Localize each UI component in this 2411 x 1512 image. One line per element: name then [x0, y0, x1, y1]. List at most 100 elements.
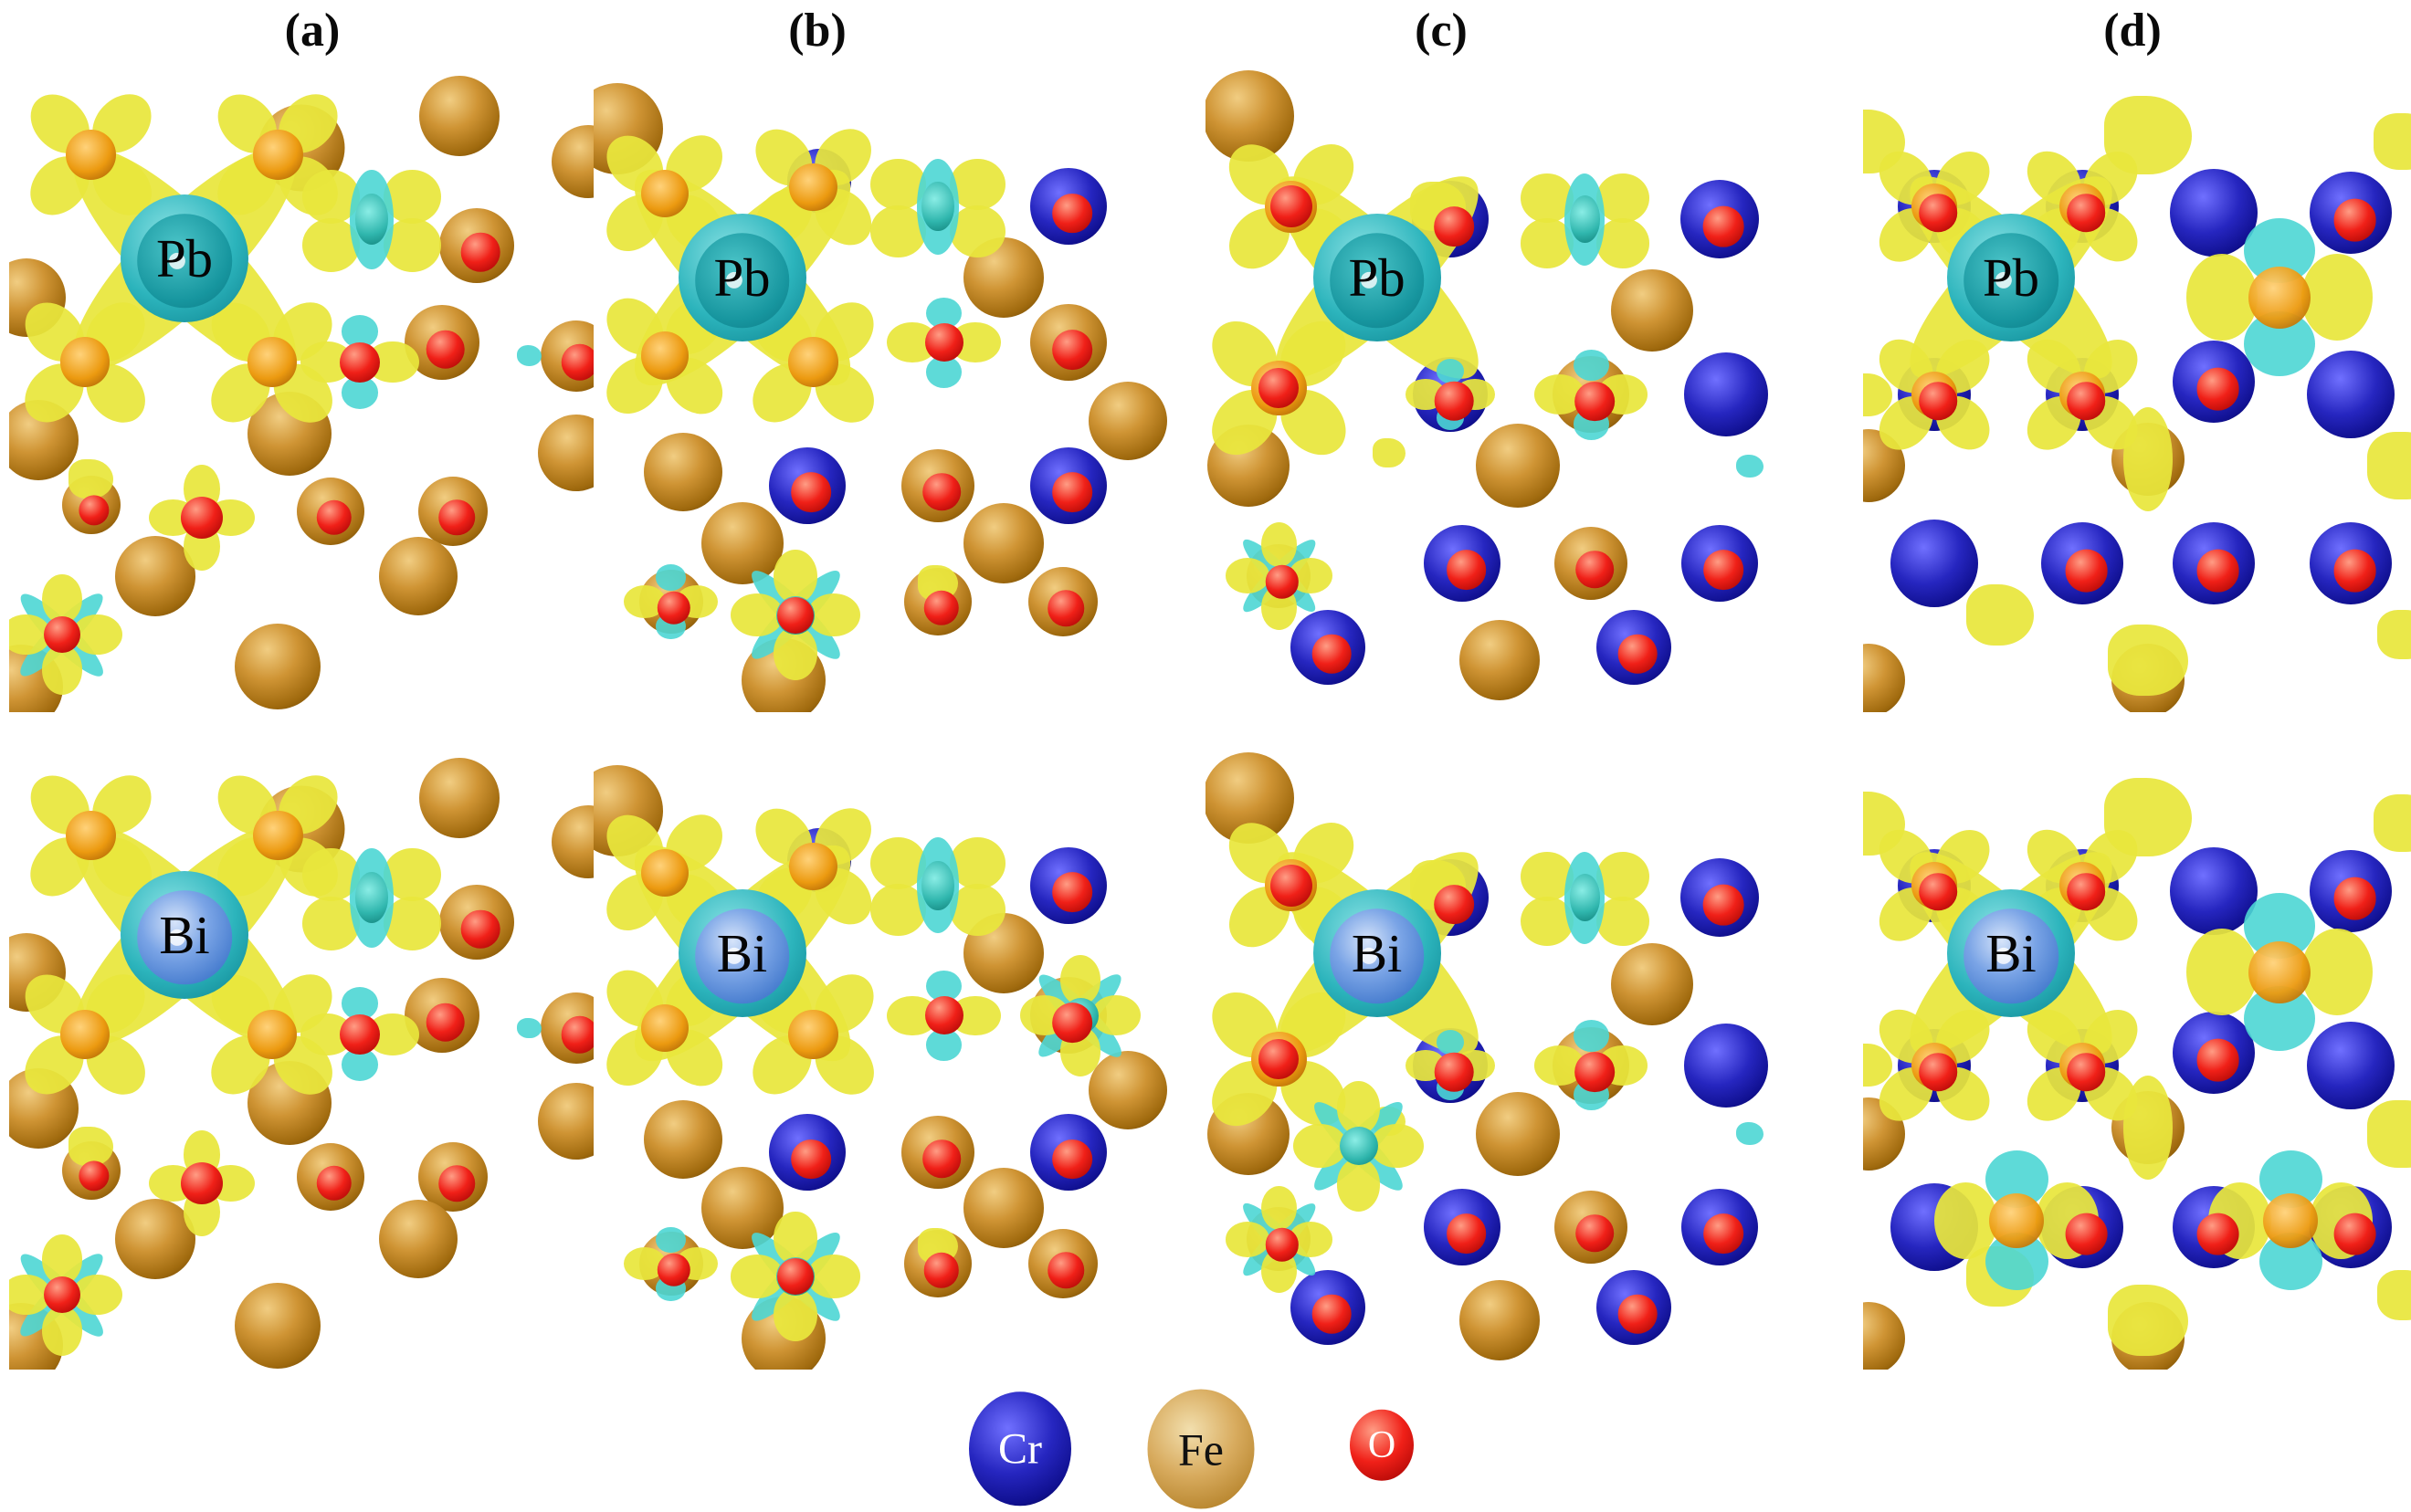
fe-atom	[418, 758, 500, 839]
dopant-highlight	[726, 272, 743, 289]
o-atom	[340, 341, 380, 383]
iso-lobe	[2367, 1099, 2411, 1168]
o-atom	[181, 1162, 224, 1204]
o-atom	[181, 497, 224, 539]
bi-dopant-atom: Bi	[678, 889, 806, 1018]
o-atom	[43, 1276, 80, 1314]
iso-lobe	[68, 458, 113, 499]
o-atom	[2065, 549, 2108, 593]
o-atom	[43, 615, 80, 653]
o-atom	[923, 590, 959, 626]
iso-lobe	[1436, 359, 1465, 384]
o-atom	[438, 1165, 475, 1202]
fe-atom	[1458, 1279, 1540, 1360]
dopant-label: Bi	[1351, 923, 1403, 983]
iso-core	[640, 331, 690, 380]
o-atom	[1575, 551, 1614, 589]
fe-atom	[643, 1100, 722, 1180]
o-atom	[2333, 549, 2376, 593]
bi-dopant-atom: Bi	[121, 871, 248, 999]
legend-label-fe: Fe	[1178, 1423, 1224, 1475]
iso-lobe	[1370, 1124, 1424, 1168]
fe-atom	[115, 1199, 195, 1280]
panel-pb-b: Pb	[594, 64, 1187, 712]
iso-lobe	[806, 593, 861, 637]
iso-lobe	[41, 1234, 82, 1285]
fe-atom	[379, 1200, 458, 1279]
iso-lobe	[384, 218, 442, 272]
o-atom	[79, 494, 110, 526]
iso-lobe	[1225, 558, 1270, 594]
o-atom	[1434, 884, 1475, 925]
cr-atom	[2170, 847, 2258, 936]
iso-lobe	[774, 1211, 817, 1265]
dopant-highlight	[1361, 272, 1378, 289]
iso-core	[354, 194, 388, 246]
o-atom	[1703, 1213, 1743, 1254]
iso-lobe	[1965, 584, 2035, 646]
o-atom	[1265, 1228, 1300, 1262]
pb-dopant-atom: Pb	[1947, 214, 2075, 342]
bi-dopant-atom: Bi	[1947, 889, 2075, 1018]
legend-label-o: O	[1367, 1423, 1396, 1466]
panel-pb-c: Pb	[1206, 64, 1817, 712]
fe-atom	[537, 415, 594, 491]
iso-core	[2248, 266, 2311, 329]
o-atom	[1919, 194, 1957, 233]
iso-lobe	[2373, 794, 2411, 852]
legend-item-o: O	[1350, 1409, 1414, 1482]
o-atom	[1052, 872, 1093, 912]
o-atom	[2067, 382, 2105, 421]
dopant-highlight	[168, 252, 185, 269]
panel-label-d: (d)	[2103, 5, 2162, 57]
iso-lobe	[384, 896, 442, 950]
iso-lobe	[949, 205, 1005, 257]
iso-lobe	[2367, 432, 2411, 500]
o-atom	[2065, 1213, 2108, 1256]
iso-lobe	[2108, 1284, 2188, 1356]
iso-lobe	[1595, 851, 1650, 902]
o-atom	[1617, 1295, 1658, 1334]
iso-lobe	[1336, 1080, 1381, 1135]
iso-lobe	[1934, 1181, 1997, 1259]
o-atom	[426, 330, 465, 369]
fe-atom	[643, 433, 722, 512]
iso-core	[640, 1003, 690, 1053]
o-atom	[79, 1160, 110, 1192]
iso-core	[921, 182, 954, 232]
iso-lobe	[1436, 1030, 1465, 1055]
o-atom	[1269, 185, 1312, 228]
dopant-label: Bi	[716, 923, 768, 983]
o-atom	[2067, 194, 2105, 233]
dopant-label: Pb	[1348, 247, 1406, 308]
iso-lobe	[2108, 625, 2188, 697]
iso-lobe	[806, 1255, 861, 1298]
iso-lobe	[2186, 254, 2258, 341]
iso-lobe	[2373, 113, 2411, 171]
cr-atom	[1890, 519, 1978, 607]
fe-atom	[1611, 268, 1694, 352]
dopant-highlight	[1995, 272, 2012, 289]
fe-atom	[551, 124, 594, 198]
iso-lobe	[2300, 254, 2373, 341]
fe-atom	[1863, 643, 1905, 712]
o-atom	[561, 343, 594, 381]
panel-bi-b: Bi	[594, 749, 1187, 1370]
o-atom	[2333, 1213, 2376, 1256]
o-atom	[1617, 635, 1658, 674]
o-atom	[1048, 590, 1085, 626]
iso-lobe	[72, 614, 122, 655]
iso-lobe	[2103, 96, 2193, 174]
iso-core	[640, 169, 690, 218]
iso-lobe	[2103, 777, 2193, 856]
o-atom	[924, 323, 963, 362]
o-atom	[340, 1013, 380, 1055]
iso-lobe	[656, 1226, 686, 1254]
cr-atom	[2170, 169, 2258, 257]
o-atom	[316, 1165, 352, 1202]
dopant-highlight	[168, 929, 185, 946]
dopant-highlight	[1995, 948, 2012, 965]
o-atom	[791, 472, 832, 512]
iso-lobe	[384, 847, 442, 902]
fe-atom	[1863, 1302, 1905, 1370]
